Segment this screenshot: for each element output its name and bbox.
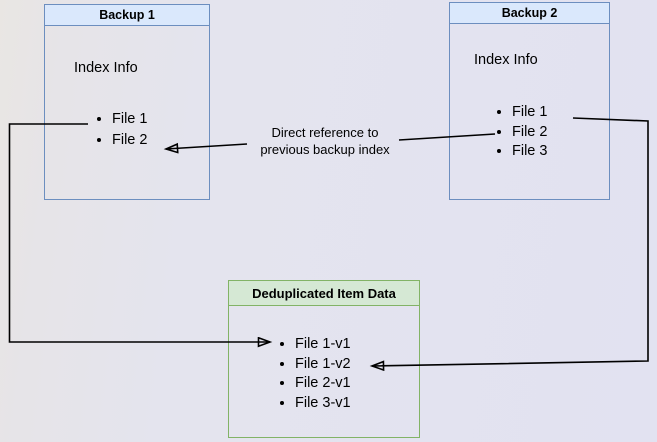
backup1-box: Backup 1 Index Info File 1 File 2 <box>44 4 210 200</box>
backup2-title: Backup 2 <box>501 6 558 20</box>
list-item: File 1 <box>512 103 609 123</box>
list-item: File 1-v1 <box>295 335 419 355</box>
dedup-file-list: File 1-v1 File 1-v2 File 2-v1 File 3-v1 <box>229 335 419 413</box>
list-item: File 1-v2 <box>295 355 419 375</box>
list-item: File 2-v1 <box>295 374 419 394</box>
list-item: File 3-v1 <box>295 394 419 414</box>
dedup-box: Deduplicated Item Data File 1-v1 File 1-… <box>228 280 420 438</box>
backup1-header: Backup 1 <box>45 5 209 26</box>
list-item: File 2 <box>512 123 609 143</box>
backup2-file-list: File 1 File 2 File 3 <box>450 103 609 162</box>
backup1-title: Backup 1 <box>99 8 155 22</box>
list-item: File 3 <box>512 142 609 162</box>
dedup-header: Deduplicated Item Data <box>229 281 419 306</box>
backup2-index-info-label: Index Info <box>474 52 538 68</box>
backup2-header: Backup 2 <box>450 3 609 24</box>
backup2-box: Backup 2 Index Info File 1 File 2 File 3 <box>449 2 610 200</box>
backup1-file-list: File 1 File 2 <box>45 109 209 151</box>
list-item: File 2 <box>112 130 209 151</box>
annotation-label: Direct reference to previous backup inde… <box>244 124 406 158</box>
annotation-line2: previous backup index <box>260 142 390 157</box>
backup1-index-info-label: Index Info <box>74 60 138 76</box>
dedup-title: Deduplicated Item Data <box>252 285 396 301</box>
list-item: File 1 <box>112 109 209 130</box>
annotation-line1: Direct reference to <box>271 125 379 140</box>
